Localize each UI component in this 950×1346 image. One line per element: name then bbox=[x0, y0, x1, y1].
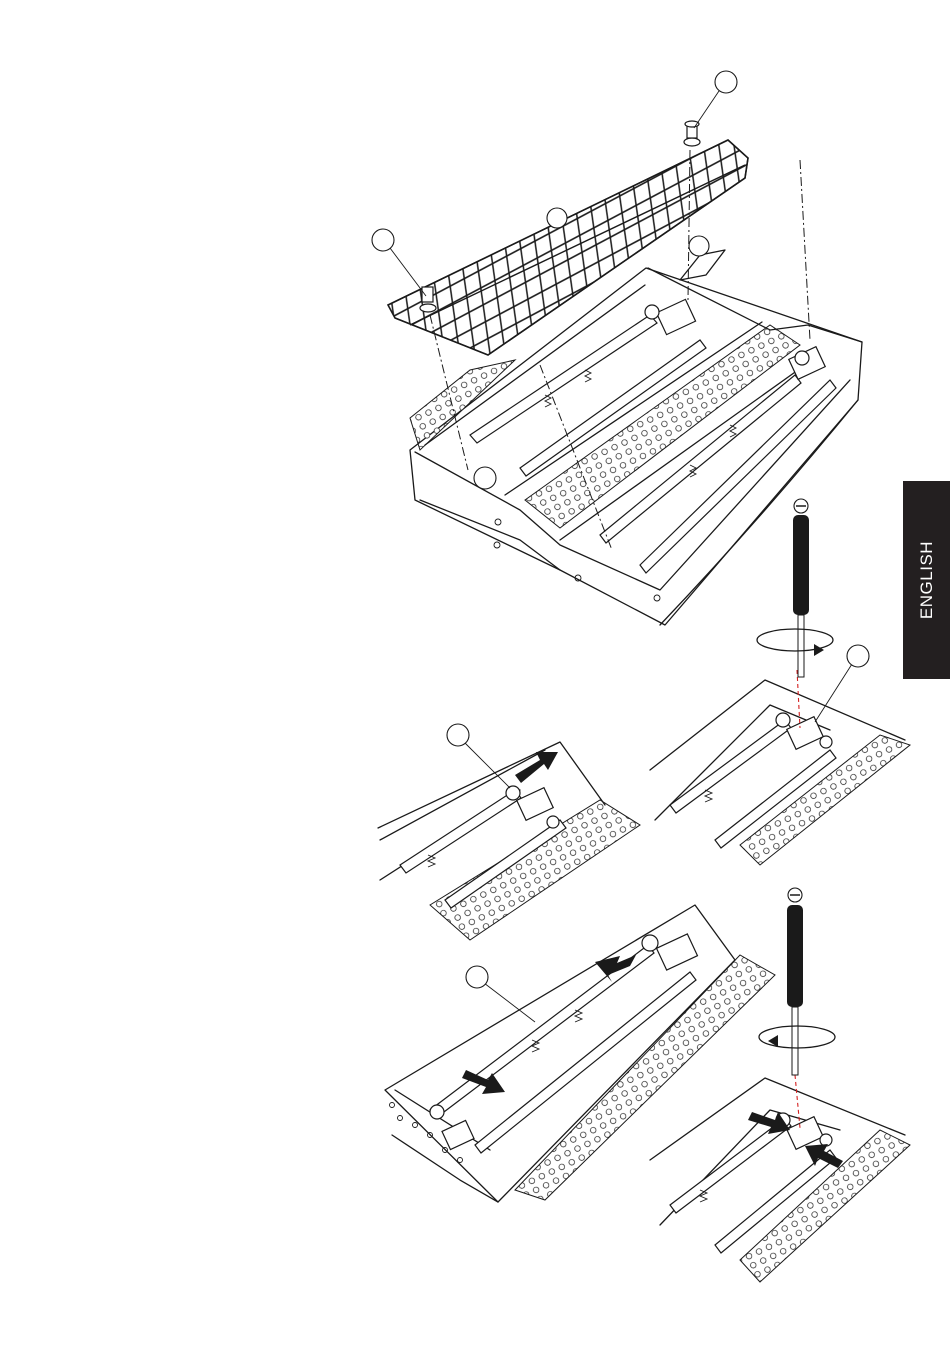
assembly-line bbox=[800, 160, 810, 340]
exploded-view-figure bbox=[372, 71, 862, 625]
callout-circle-icon bbox=[694, 71, 737, 128]
push-arrow-icon bbox=[515, 752, 558, 783]
callout-circle-icon bbox=[447, 724, 510, 788]
screwdriver-icon bbox=[787, 888, 803, 1075]
callout-circle-icon bbox=[547, 208, 567, 228]
step-loosen-screw-figure bbox=[650, 499, 910, 865]
language-tab: ENGLISH bbox=[903, 481, 950, 679]
callout-circle-icon bbox=[474, 467, 496, 489]
callout-circle-icon bbox=[689, 236, 709, 256]
callout-circle-icon bbox=[815, 645, 869, 722]
rotation-arrow-icon bbox=[757, 629, 833, 656]
step-push-rod-figure bbox=[378, 724, 640, 940]
step-remove-element-figure bbox=[385, 905, 775, 1202]
callout-circle-icon bbox=[466, 966, 535, 1022]
callout-circle-icon bbox=[372, 229, 426, 296]
language-tab-label: ENGLISH bbox=[917, 541, 937, 619]
